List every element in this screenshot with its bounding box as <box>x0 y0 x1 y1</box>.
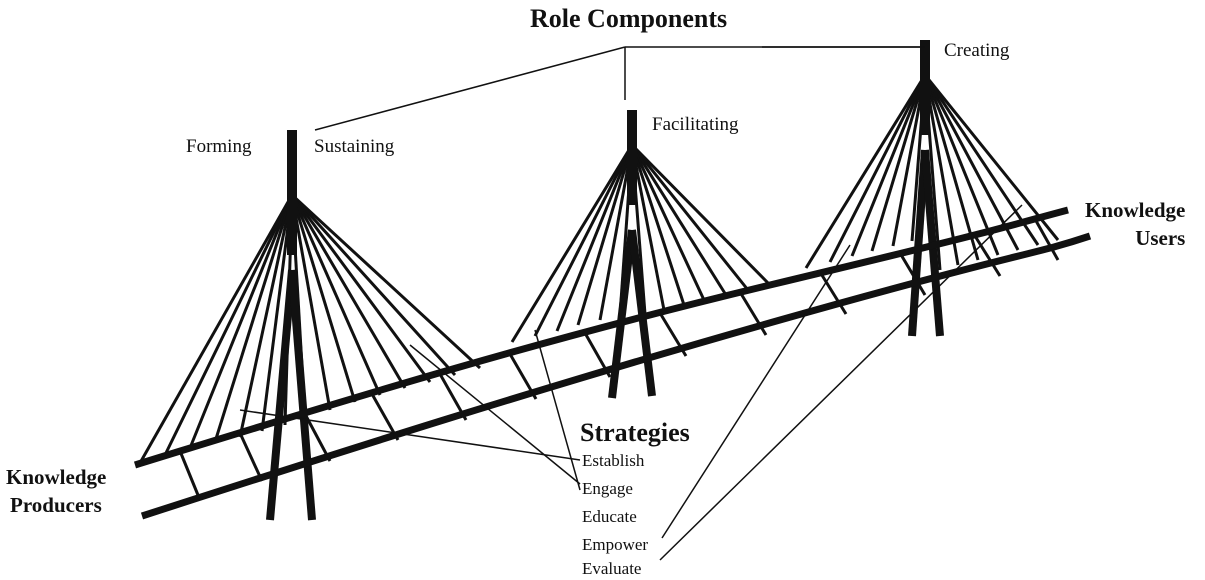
cable-forming-right-6 <box>290 194 357 403</box>
cable-creating-right-6 <box>923 74 960 266</box>
cable-forming-left-5 <box>238 194 294 438</box>
label-knowledge-producers: Knowledge Producers <box>6 463 106 519</box>
deck-slat-3 <box>303 413 332 462</box>
cable-creating-right-1 <box>923 74 1060 241</box>
cable-facilitating-right-5 <box>630 144 686 306</box>
leader-evaluate <box>659 204 1023 561</box>
cable-creating-left-4 <box>870 74 927 252</box>
cable-creating-left-1 <box>804 74 927 269</box>
strategy-educate: Educate <box>582 507 637 526</box>
deck-slat-11 <box>898 252 927 296</box>
deck-slat-10 <box>818 271 848 315</box>
cable-forming-right-2 <box>290 193 457 377</box>
label-facilitating: Facilitating <box>652 114 739 135</box>
leader-engage-a <box>409 344 581 485</box>
diagram-title: Role Components <box>530 4 728 33</box>
cable-forming-right-5 <box>290 194 382 396</box>
cable-creating-right-5 <box>923 74 980 261</box>
cable-forming-right-4 <box>290 194 407 389</box>
deck-edge-back <box>133 206 1069 469</box>
tower-facilitating-leg-1 <box>608 229 636 399</box>
cable-forming-left-4 <box>213 194 294 443</box>
producers-line-1: Knowledge <box>6 465 107 489</box>
leader-lines <box>239 46 1023 561</box>
cable-creating-left-3 <box>850 74 927 257</box>
strategy-evaluate: Evaluate <box>582 559 642 578</box>
label-sustaining: Sustaining <box>314 136 395 157</box>
cable-forming-right-7 <box>290 194 332 411</box>
cable-forming-right-1 <box>290 193 482 370</box>
tower-forming-leg-1 <box>266 269 296 521</box>
leader-empower <box>661 244 851 539</box>
cable-facilitating-right-2 <box>630 144 750 291</box>
strategies-heading: Strategies <box>580 418 690 447</box>
deck-slat-9 <box>738 291 768 336</box>
deck-slat-5 <box>438 373 468 421</box>
deck-slat-12 <box>973 235 1002 277</box>
leader-engage-b <box>534 329 581 491</box>
cable-creating-right-3 <box>923 74 1020 251</box>
tower-forming-leg-2 <box>288 269 316 521</box>
strategy-engage: Engage <box>582 479 633 498</box>
cable-facilitating-left-3 <box>555 144 634 332</box>
tower-facilitating-leg-2 <box>628 229 656 397</box>
deck-slat-7 <box>583 332 612 378</box>
leader-title-to-sustaining <box>314 46 626 131</box>
deck-slat-1 <box>178 450 202 501</box>
deck-slat-13 <box>1033 218 1060 261</box>
deck-slat-8 <box>658 312 688 357</box>
label-creating: Creating <box>944 40 1010 61</box>
cable-forming-left-3 <box>188 194 294 449</box>
cable-facilitating-left-5 <box>598 144 634 321</box>
cable-forming-left-1 <box>138 194 294 464</box>
users-line-2: Users <box>1135 226 1186 250</box>
deck-slat-2 <box>238 432 264 482</box>
tower-masts <box>287 40 930 255</box>
cable-facilitating-left-4 <box>576 144 634 326</box>
cable-facilitating-right-1 <box>630 143 772 287</box>
tower-creating-leg-1 <box>908 149 929 337</box>
cable-facilitating-right-3 <box>630 144 728 296</box>
cable-creating-left-5 <box>891 74 927 247</box>
leader-establish <box>239 409 581 461</box>
label-knowledge-users: Knowledge Users <box>1085 196 1185 252</box>
label-forming: Forming <box>186 136 252 157</box>
cable-forming-left-2 <box>163 194 294 456</box>
deck-edge-front <box>140 232 1092 520</box>
strategy-establish: Establish <box>582 451 645 470</box>
cable-facilitating-right-6 <box>630 144 666 311</box>
cable-creating-right-2 <box>923 74 1040 246</box>
bridge-deck <box>133 206 1092 520</box>
users-line-1: Knowledge <box>1085 198 1186 222</box>
producers-line-2: Producers <box>10 493 102 517</box>
cable-creating-right-4 <box>923 74 1000 256</box>
deck-slat-6 <box>508 353 538 400</box>
cable-facilitating-right-4 <box>630 144 706 301</box>
cable-forming-right-3 <box>290 194 432 383</box>
cable-creating-left-2 <box>828 74 927 263</box>
cable-facilitating-left-2 <box>533 144 634 337</box>
strategy-empower: Empower <box>582 535 649 554</box>
cable-facilitating-left-1 <box>510 144 634 343</box>
